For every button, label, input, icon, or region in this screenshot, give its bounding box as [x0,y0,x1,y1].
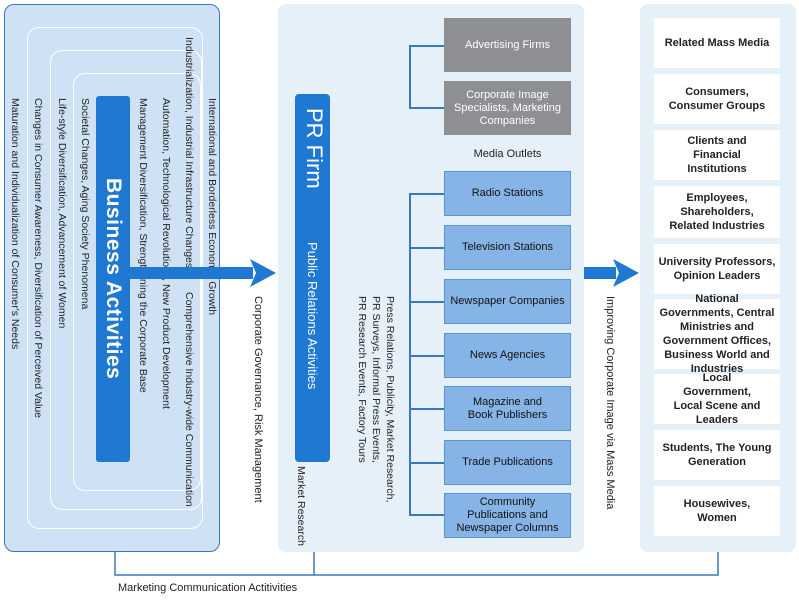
media-tree-trunk [409,193,411,514]
partner-tree-trunk [409,45,411,108]
trend-ring-2 [50,50,202,510]
market-research-label: Market Research [295,466,307,546]
trend-ring-3 [73,73,201,491]
trend-text-8: Changes in Consumer Awareness, Diversifi… [32,98,44,419]
footer-connector [114,552,719,576]
pr-firm-subtitle: Public Relations Activities [305,242,320,390]
audience-related-mass-media: Related Mass Media [654,18,780,68]
media-outlets-label: Media Outlets [473,148,542,160]
audience-clients-financial: Clients and Financial Institutions [654,130,780,180]
media-link-1 [409,193,444,195]
pr-activity-line-2: PR Surveys, Informal Press Events, [370,296,382,463]
trend-text-5: Management Diversification, Strengthenin… [137,98,149,393]
media-television-stations: Television Stations [444,225,571,270]
partner-link-2 [409,107,444,109]
pr-firm-bar [295,94,330,462]
pr-activity-line-3: PR Research Events, Factory Tours [356,296,368,463]
pr-firm-title: PR Firm [302,108,327,189]
media-news-agencies: News Agencies [444,333,571,378]
media-trade-publications: Trade Publications [444,440,571,485]
business-title: Business Activities [102,178,125,380]
audience-national-governments: National Governments, Central Ministries… [654,293,780,375]
trend-text-4: Automation, Technological Revolutions, N… [160,98,172,409]
media-link-2 [409,247,444,249]
footer-label: Marketing Communication Actitivities [118,582,298,594]
media-link-5 [409,408,444,410]
audience-employees-shareholders: Employees, Shareholders, Related Industr… [654,186,780,238]
audience-housewives-women: Housewives, Women [654,486,780,536]
audience-consumers: Consumers, Consumer Groups [654,74,780,124]
partner-corporate-image-specialists: Corporate Image Specialists, Marketing C… [444,81,571,135]
trend-text-6: Societal Changes, Aging Society Phenomen… [79,98,91,310]
trend-text-9: Maturation and Individualization of Cons… [9,98,21,350]
media-magazine-book-publishers: Magazine and Book Publishers [444,386,571,431]
corporate-image-label: Improving Corporate Image via Mass Media [604,296,616,510]
business-bar [96,96,130,462]
governance-label: Corporate Governance, Risk Management [252,296,264,503]
media-link-4 [409,355,444,357]
media-link-3 [409,301,444,303]
media-newspaper-companies: Newspaper Companies [444,279,571,324]
arrow-business-to-pr-icon [128,259,276,287]
media-link-7 [409,514,444,516]
trend-text-2: Industrialization, Industrial Infrastruc… [183,37,195,269]
partner-advertising-firms: Advertising Firms [444,18,571,72]
media-community-publications: Community Publications and Newspaper Col… [444,493,571,538]
audience-local-government: Local Government, Local Scene and Leader… [654,372,780,426]
trend-text-7: Life-style Diversification, Advancement … [56,98,68,329]
trend-text-1: International and Borderless Economic Gr… [206,98,218,316]
arrow-pr-to-audience-icon [584,259,639,287]
audience-students: Students, The Young Generation [654,430,780,480]
trend-text-3: Comprehensive Industry-wide Communicatio… [183,292,195,507]
media-link-6 [409,462,444,464]
pr-firm-title-block: PR Firm Public Relations Activities [295,94,330,462]
audience-professors-opinion-leaders: University Professors, Opinion Leaders [654,244,780,294]
pr-activity-line-1: Press Relations, Publicity, Market Resea… [384,296,396,503]
partner-link-1 [409,45,444,47]
media-radio-stations: Radio Stations [444,171,571,216]
